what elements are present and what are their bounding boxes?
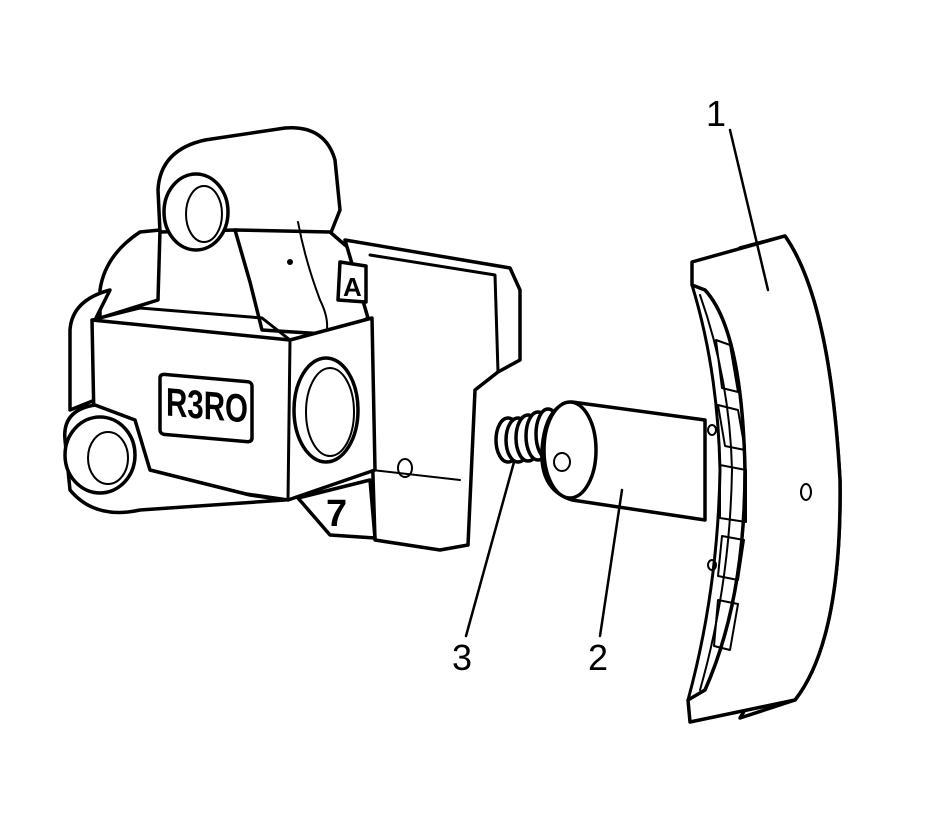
tensioner-housing: A R3RO 7	[63, 126, 522, 552]
block-stamp-panel	[158, 372, 254, 444]
block-front-face-edge	[90, 306, 292, 502]
shoe-window-5	[713, 599, 739, 651]
lower-mount-hole-inner	[87, 431, 129, 485]
block-stamp-text: R3RO	[166, 381, 248, 432]
plunger-end-face	[542, 400, 598, 500]
rear-plate-top-edge	[368, 253, 500, 374]
callout-3: 3	[452, 460, 516, 678]
shoe-window-3	[719, 464, 747, 523]
plunger-oil-hole	[553, 452, 571, 472]
shoe-face-hole	[800, 483, 812, 501]
rear-plate-step	[371, 469, 461, 481]
shoe-window-2	[717, 404, 746, 451]
rear-plate-small-hole	[397, 458, 413, 478]
callout-1-label: 1	[706, 93, 726, 134]
shoe-window-1	[715, 339, 739, 393]
letter-a-pad	[336, 260, 368, 304]
number-seven-face	[296, 478, 377, 540]
face-number: 7	[326, 493, 347, 535]
shoe-pin-lower	[707, 559, 717, 571]
tensioner-plunger	[540, 400, 707, 522]
plunger-bore	[292, 356, 360, 464]
callout-3-leader	[464, 460, 516, 638]
callout-2: 2	[588, 488, 624, 678]
corner-letter: A	[343, 272, 362, 302]
upper-mount-hole	[162, 172, 230, 252]
shoe-pin-upper	[707, 424, 717, 436]
housing-left-bracket	[98, 228, 162, 320]
saddle-dot	[287, 259, 293, 265]
callout-1: 1	[706, 93, 770, 292]
upper-mount-hole-inner	[185, 185, 223, 243]
tensioner-shoe	[686, 234, 842, 724]
shoe-window-4	[717, 535, 745, 581]
plunger-bore-inner	[305, 367, 355, 457]
callout-2-label: 2	[588, 637, 608, 678]
saddle-casting-line	[297, 221, 329, 336]
callout-3-label: 3	[452, 637, 472, 678]
callout-2-leader	[598, 488, 624, 638]
callout-1-leader	[728, 128, 770, 292]
